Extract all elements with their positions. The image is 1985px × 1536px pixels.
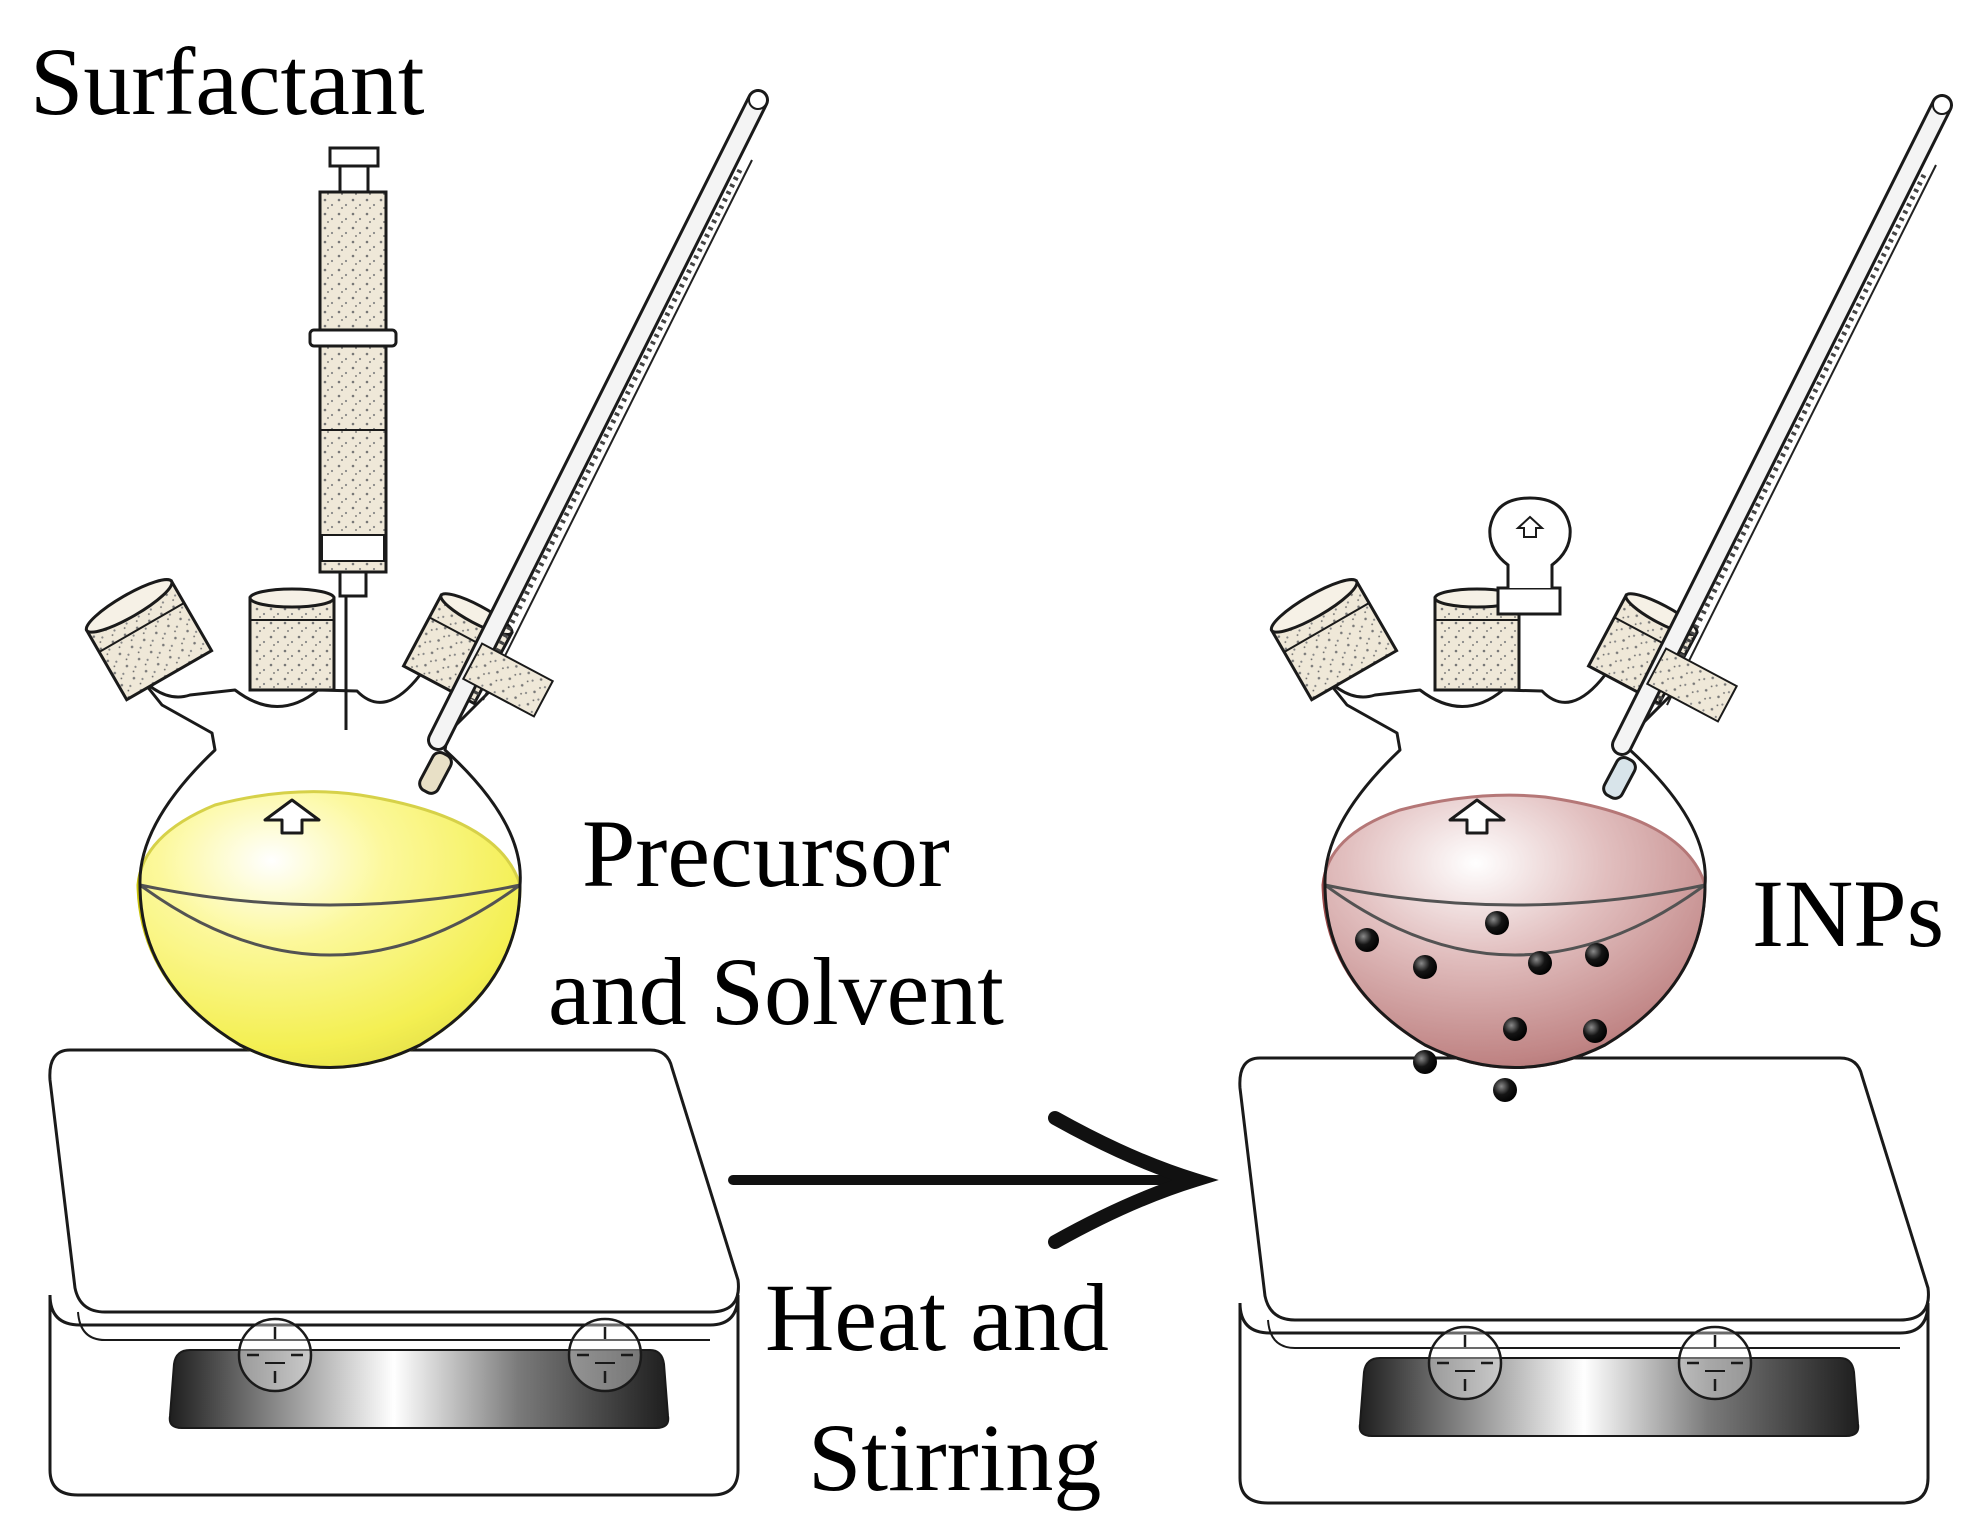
nanoparticle — [1493, 1078, 1517, 1102]
knob-icon — [1427, 1325, 1503, 1401]
surfactant-label: Surfactant — [30, 28, 425, 135]
nanoparticle — [1503, 1017, 1527, 1041]
thermometer-icon — [418, 91, 767, 795]
precursor-label: Precursor — [582, 800, 950, 907]
knob-icon — [1677, 1325, 1753, 1401]
nanoparticle — [1355, 928, 1379, 952]
heat-label: Heat and — [765, 1264, 1109, 1371]
nanoparticle — [1485, 911, 1509, 935]
solvent-label: and Solvent — [548, 938, 1004, 1045]
knob-icon — [567, 1317, 643, 1393]
nanoparticles — [1355, 911, 1609, 1102]
inps-label: INPs — [1752, 860, 1945, 967]
hotplate-left — [48, 1048, 740, 1497]
nanoparticle — [1528, 951, 1552, 975]
thermometer-icon — [1602, 96, 1951, 800]
arrow-right-icon — [728, 1111, 1219, 1249]
flask-left — [79, 570, 522, 1069]
knob-icon — [237, 1317, 313, 1393]
nanoparticle — [1413, 1050, 1437, 1074]
nanoparticle — [1585, 943, 1609, 967]
nanoparticle — [1583, 1019, 1607, 1043]
syringe-icon — [308, 146, 398, 730]
hotplate-right — [1238, 1056, 1930, 1505]
stopper-icon — [1488, 496, 1572, 616]
flask-right — [1264, 570, 1707, 1102]
nanoparticle — [1413, 955, 1437, 979]
stirring-label: Stirring — [808, 1404, 1102, 1511]
